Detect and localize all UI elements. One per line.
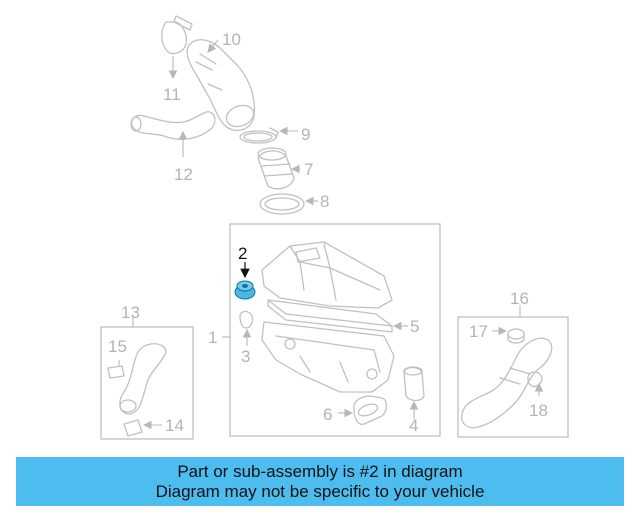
- duct-13: [119, 343, 167, 415]
- filter-element-5: [267, 299, 408, 333]
- banner-line-2: Diagram may not be specific to your vehi…: [155, 481, 485, 501]
- parts-diagram: 10 11 9 7 12 8 2 1 5 3 6 4 13 15 14 16 1…: [100, 15, 569, 440]
- callout-12: 12: [174, 165, 193, 184]
- callout-4: 4: [409, 416, 418, 435]
- callout-2: 2: [238, 244, 247, 263]
- assembly-frame-13: [100, 326, 194, 440]
- hose-12: [130, 111, 216, 157]
- grommet-3: [239, 310, 254, 346]
- gasket-8: [259, 193, 318, 215]
- duct-6: [338, 395, 388, 425]
- callout-3: 3: [241, 347, 250, 366]
- clamp-9: [239, 126, 298, 144]
- callout-7: 7: [304, 160, 313, 179]
- callout-15: 15: [108, 337, 127, 356]
- hose-4: [403, 366, 425, 419]
- callout-18: 18: [529, 401, 548, 420]
- callout-16: 16: [510, 289, 529, 308]
- sensor-housing-7: [257, 147, 300, 190]
- grommet-18: [527, 371, 544, 396]
- callout-8: 8: [320, 192, 329, 211]
- callout-17: 17: [469, 322, 488, 341]
- grommet-17: [492, 326, 525, 344]
- callout-14: 14: [165, 416, 184, 435]
- callout-10: 10: [222, 30, 241, 49]
- assembly-frame-16: [457, 316, 569, 438]
- duct-16: [460, 337, 553, 429]
- intake-duct-10: [186, 39, 256, 131]
- callout-11: 11: [163, 85, 181, 104]
- air-cleaner-cover: [261, 241, 393, 309]
- highlighted-part-2: [234, 262, 256, 300]
- clip-15: [107, 360, 125, 379]
- callout-5: 5: [410, 317, 419, 336]
- lower-housing: [261, 321, 395, 393]
- assembly-frame-1: [229, 223, 441, 437]
- callout-6: 6: [323, 405, 332, 424]
- banner-line-1: Part or sub-assembly is #2 in diagram: [177, 461, 463, 481]
- clip-14: [123, 419, 162, 437]
- clamp-11: [161, 15, 193, 80]
- callout-13: 13: [121, 303, 140, 322]
- info-banner: Part or sub-assembly is #2 in diagram Di…: [16, 457, 624, 506]
- callout-9: 9: [301, 125, 310, 144]
- callout-1: 1: [208, 328, 217, 347]
